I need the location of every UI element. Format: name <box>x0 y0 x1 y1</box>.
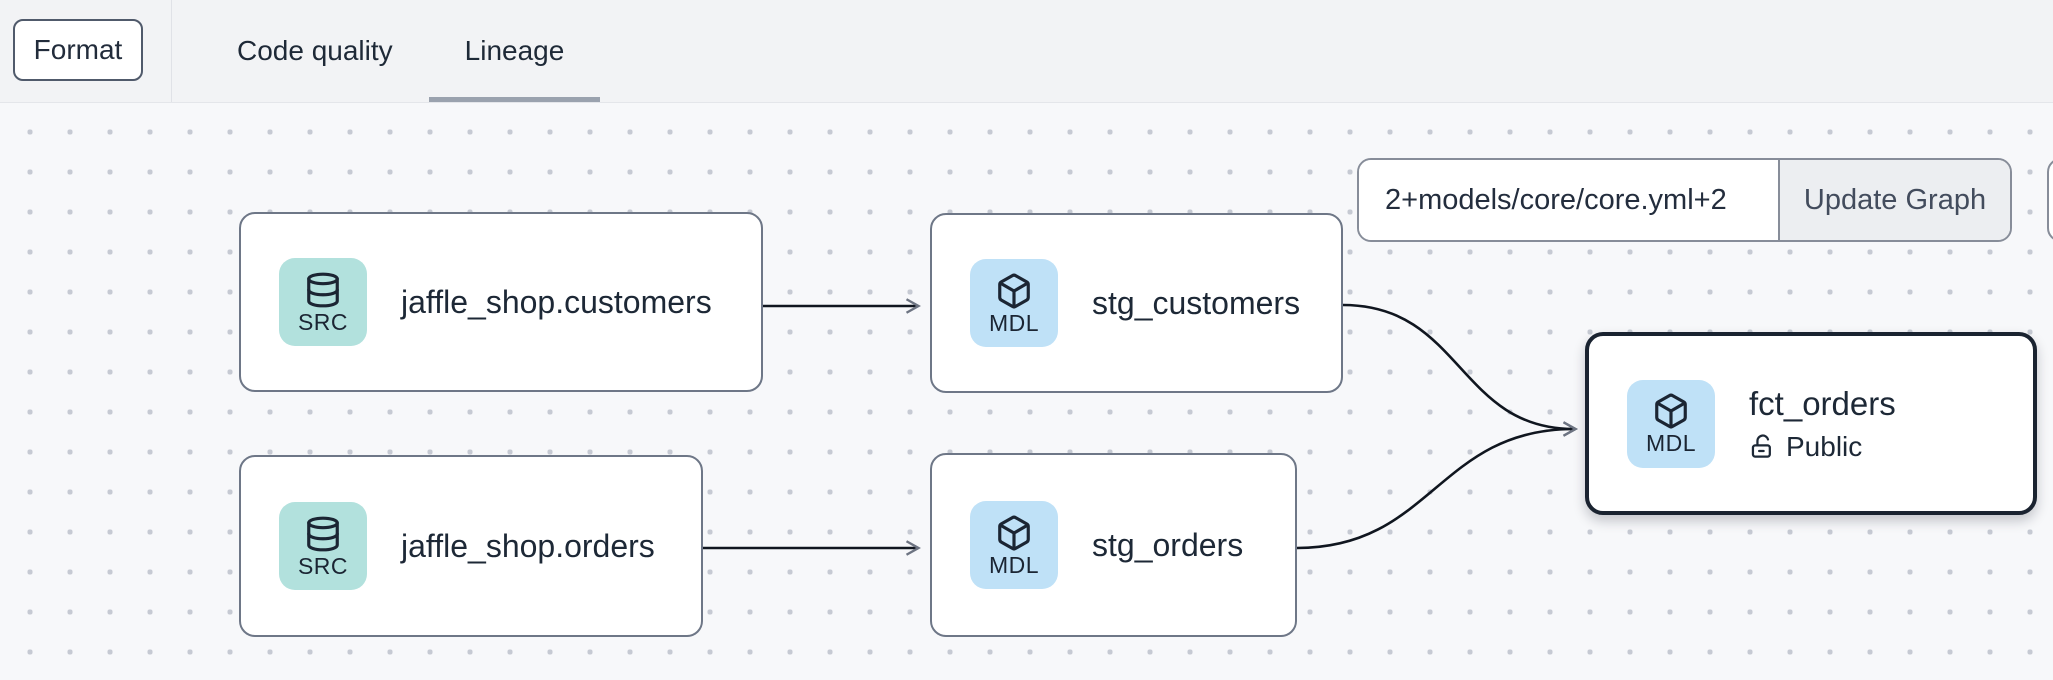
badge-label: MDL <box>988 309 1040 336</box>
database-icon <box>307 516 339 551</box>
model-badge: MDL <box>970 259 1058 347</box>
cube-icon <box>998 515 1030 551</box>
editor-header: Format Code quality Lineage <box>0 0 2053 103</box>
badge-label: SRC <box>297 308 349 335</box>
tab-lineage[interactable]: Lineage <box>428 0 601 102</box>
model-badge: MDL <box>970 501 1058 589</box>
node-fct-orders[interactable]: MDL fct_orders Public <box>1585 332 2037 515</box>
clipped-control-partial[interactable] <box>2047 158 2053 242</box>
graph-selector-group: Update Graph <box>1357 158 2012 242</box>
node-stg-orders[interactable]: MDL stg_orders <box>930 453 1297 637</box>
model-badge: MDL <box>1627 379 1715 468</box>
source-badge: SRC <box>279 258 367 346</box>
node-label: jaffle_shop.customers <box>401 283 712 320</box>
cube-icon <box>998 273 1030 309</box>
cube-icon <box>1655 393 1687 429</box>
tab-lineage-label: Lineage <box>464 35 565 66</box>
format-button[interactable]: Format <box>13 19 143 81</box>
badge-label: MDL <box>1645 430 1697 456</box>
node-access-row: Public <box>1749 431 1896 463</box>
graph-selector-input[interactable] <box>1359 160 1778 240</box>
source-badge: SRC <box>279 502 367 590</box>
database-icon <box>307 272 339 307</box>
node-text: fct_orders Public <box>1749 385 1896 463</box>
node-jaffle-shop-orders[interactable]: SRC jaffle_shop.orders <box>239 455 703 637</box>
update-graph-button[interactable]: Update Graph <box>1778 160 2010 240</box>
tab-code-quality[interactable]: Code quality <box>201 0 429 102</box>
node-label: fct_orders <box>1749 384 1896 422</box>
badge-label: MDL <box>988 551 1040 578</box>
node-label: stg_customers <box>1092 284 1301 321</box>
node-label: stg_orders <box>1092 526 1244 563</box>
tab-bar: Code quality Lineage <box>201 0 601 102</box>
tab-underline <box>428 97 601 102</box>
access-label: Public <box>1786 430 1863 462</box>
header-divider <box>171 0 172 102</box>
badge-label: SRC <box>297 552 349 579</box>
node-label: jaffle_shop.orders <box>401 527 655 564</box>
tab-code-quality-label: Code quality <box>237 35 393 66</box>
lock-open-icon <box>1751 434 1771 458</box>
node-jaffle-shop-customers[interactable]: SRC jaffle_shop.customers <box>239 212 763 392</box>
node-stg-customers[interactable]: MDL stg_customers <box>930 213 1343 393</box>
